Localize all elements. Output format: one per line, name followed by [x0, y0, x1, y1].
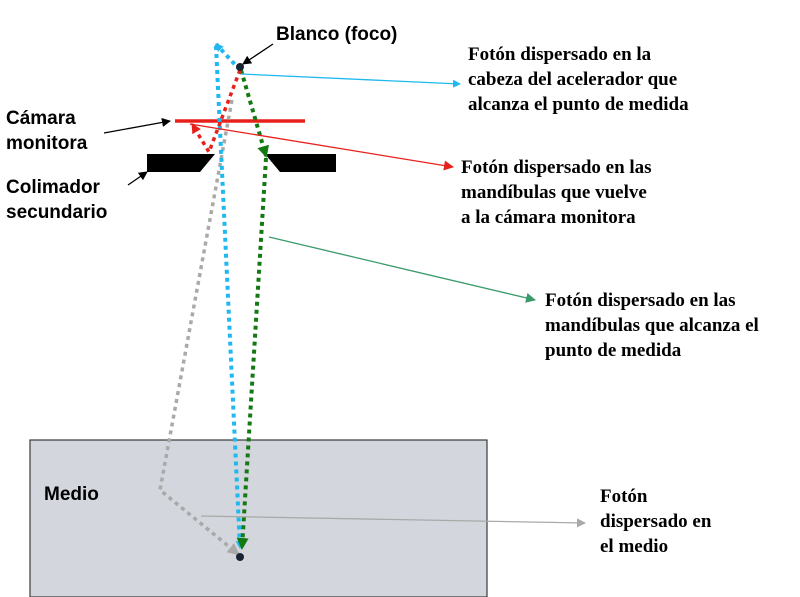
collimator-leader-arrow	[127, 171, 148, 186]
monitor-chamber-leader-arrow	[103, 118, 171, 134]
target-point	[236, 63, 244, 71]
head-scatter-path-up	[214, 42, 242, 72]
jaw-scatter-path-down	[239, 69, 269, 158]
medium-scatter-leader-arrow	[200, 515, 586, 528]
medium-scatter-annotation: Fotón dispersado en el medio	[600, 486, 712, 557]
medium-label: Medio	[44, 484, 99, 505]
jaw-scatter-path-to-point	[236, 157, 268, 550]
secondary-collimator-label: Colimador secundario	[6, 177, 108, 223]
collimator-jaw-right	[265, 154, 336, 172]
head-scatter-path-down	[214, 45, 244, 549]
measurement-point	[236, 553, 244, 561]
target-leader-arrow	[242, 43, 274, 65]
head-scatter-leader-arrow	[240, 73, 461, 88]
monitor-chamber-label: Cámara monitora	[6, 108, 88, 154]
collimator-jaw-left	[147, 154, 215, 172]
head-scatter-annotation: Fotón dispersado en la cabeza del aceler…	[468, 44, 689, 115]
medium-block	[29, 439, 488, 597]
jaw-backscatter-path	[190, 69, 242, 156]
jaw-scatter-annotation: Fotón dispersado en las mandíbulas que a…	[545, 290, 759, 361]
jaw-scatter-leader-arrow	[268, 236, 536, 303]
jaw-backscatter-leader-arrow	[189, 123, 454, 171]
target-label: Blanco (foco)	[276, 24, 398, 45]
jaw-backscatter-annotation: Fotón dispersado en las mandíbulas que v…	[461, 157, 652, 228]
